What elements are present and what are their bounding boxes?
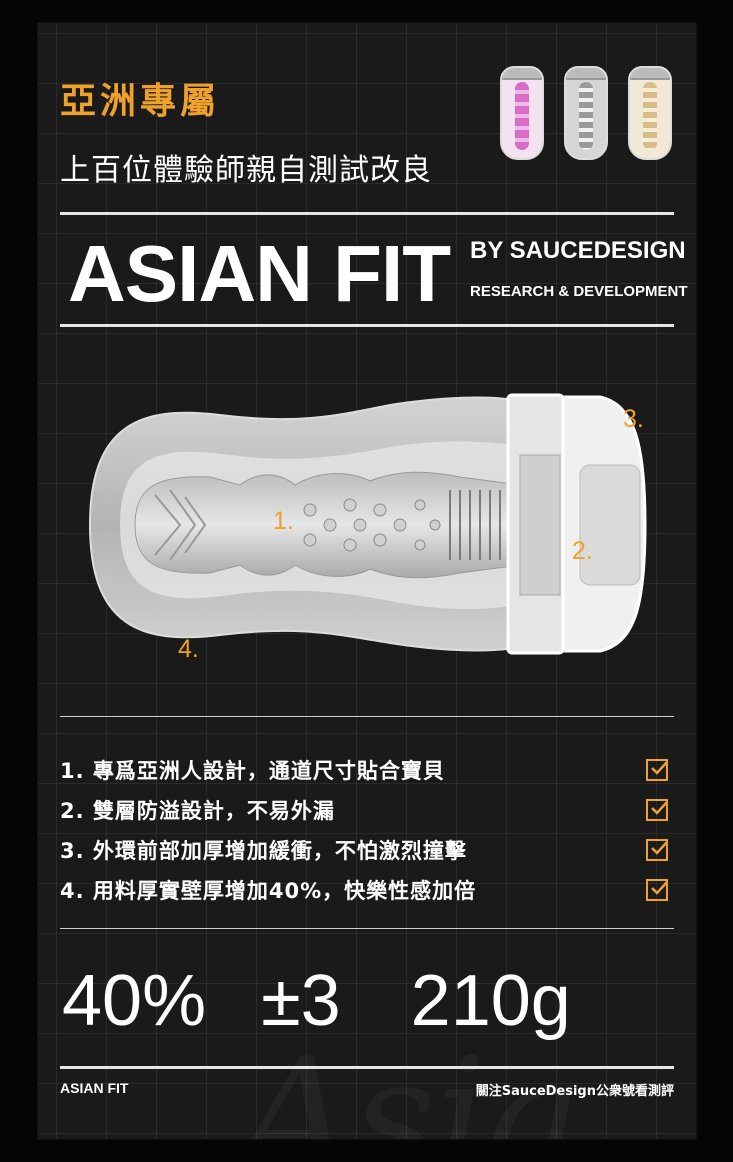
stats-row: 40% ±3 210g: [62, 960, 571, 1042]
check-icon: [646, 879, 668, 901]
brand-name: ASIAN FIT: [68, 229, 451, 318]
marker-4: 4.: [178, 635, 199, 663]
brand-by: BY SAUCEDESIGN: [470, 237, 686, 264]
list-item: 3. 外環前部加厚增加緩衝，不怕激烈撞擊: [60, 830, 674, 870]
footer-brand: ASIAN FIT: [60, 1080, 129, 1096]
stat-thickness: 40%: [62, 961, 207, 1041]
feature-text: 4. 用料厚實壁厚增加40%，快樂性感加倍: [60, 879, 477, 903]
divider-footer: [60, 1066, 674, 1069]
marker-2: 2.: [572, 537, 593, 565]
list-item: 1. 專爲亞洲人設計，通道尺寸貼合寶貝: [60, 750, 674, 790]
list-item: 2. 雙層防溢設計，不易外漏: [60, 790, 674, 830]
brand-rd: RESEARCH & DEVELOPMENT: [470, 283, 688, 300]
feature-text: 2. 雙層防溢設計，不易外漏: [60, 799, 335, 823]
divider-features-top: [60, 716, 674, 717]
title-cn: 亞洲專屬: [60, 81, 221, 122]
divider-brand-bottom: [60, 324, 674, 327]
check-icon: [646, 799, 668, 821]
variant-beige-thumbnail: [628, 66, 672, 160]
divider-stats-top: [60, 928, 674, 929]
stat-tolerance: ±3: [261, 961, 341, 1041]
subtitle-cn: 上百位體驗師親自測試改良: [60, 153, 432, 188]
list-item: 4. 用料厚實壁厚增加40%，快樂性感加倍: [60, 870, 674, 910]
variant-clear-thumbnail: [564, 66, 608, 160]
check-icon: [646, 759, 668, 781]
feature-text: 1. 專爲亞洲人設計，通道尺寸貼合寶貝: [60, 759, 445, 783]
divider-top: [60, 212, 674, 215]
variant-thumbnails: [500, 66, 672, 160]
feature-text: 3. 外環前部加厚增加緩衝，不怕激烈撞擊: [60, 839, 467, 863]
product-diagram: [88, 393, 647, 655]
marker-1: 1.: [273, 507, 294, 535]
marker-3: 3.: [623, 405, 644, 433]
check-icon: [646, 839, 668, 861]
variant-pink-thumbnail: [500, 66, 544, 160]
stat-weight: 210g: [410, 961, 571, 1041]
product-illustration: 3. 1. 2. 4.: [60, 385, 680, 665]
footer-follow-text: 關注SauceDesign公衆號看測評: [475, 1084, 674, 1099]
feature-list: 1. 專爲亞洲人設計，通道尺寸貼合寶貝 2. 雙層防溢設計，不易外漏 3. 外環…: [60, 750, 674, 910]
